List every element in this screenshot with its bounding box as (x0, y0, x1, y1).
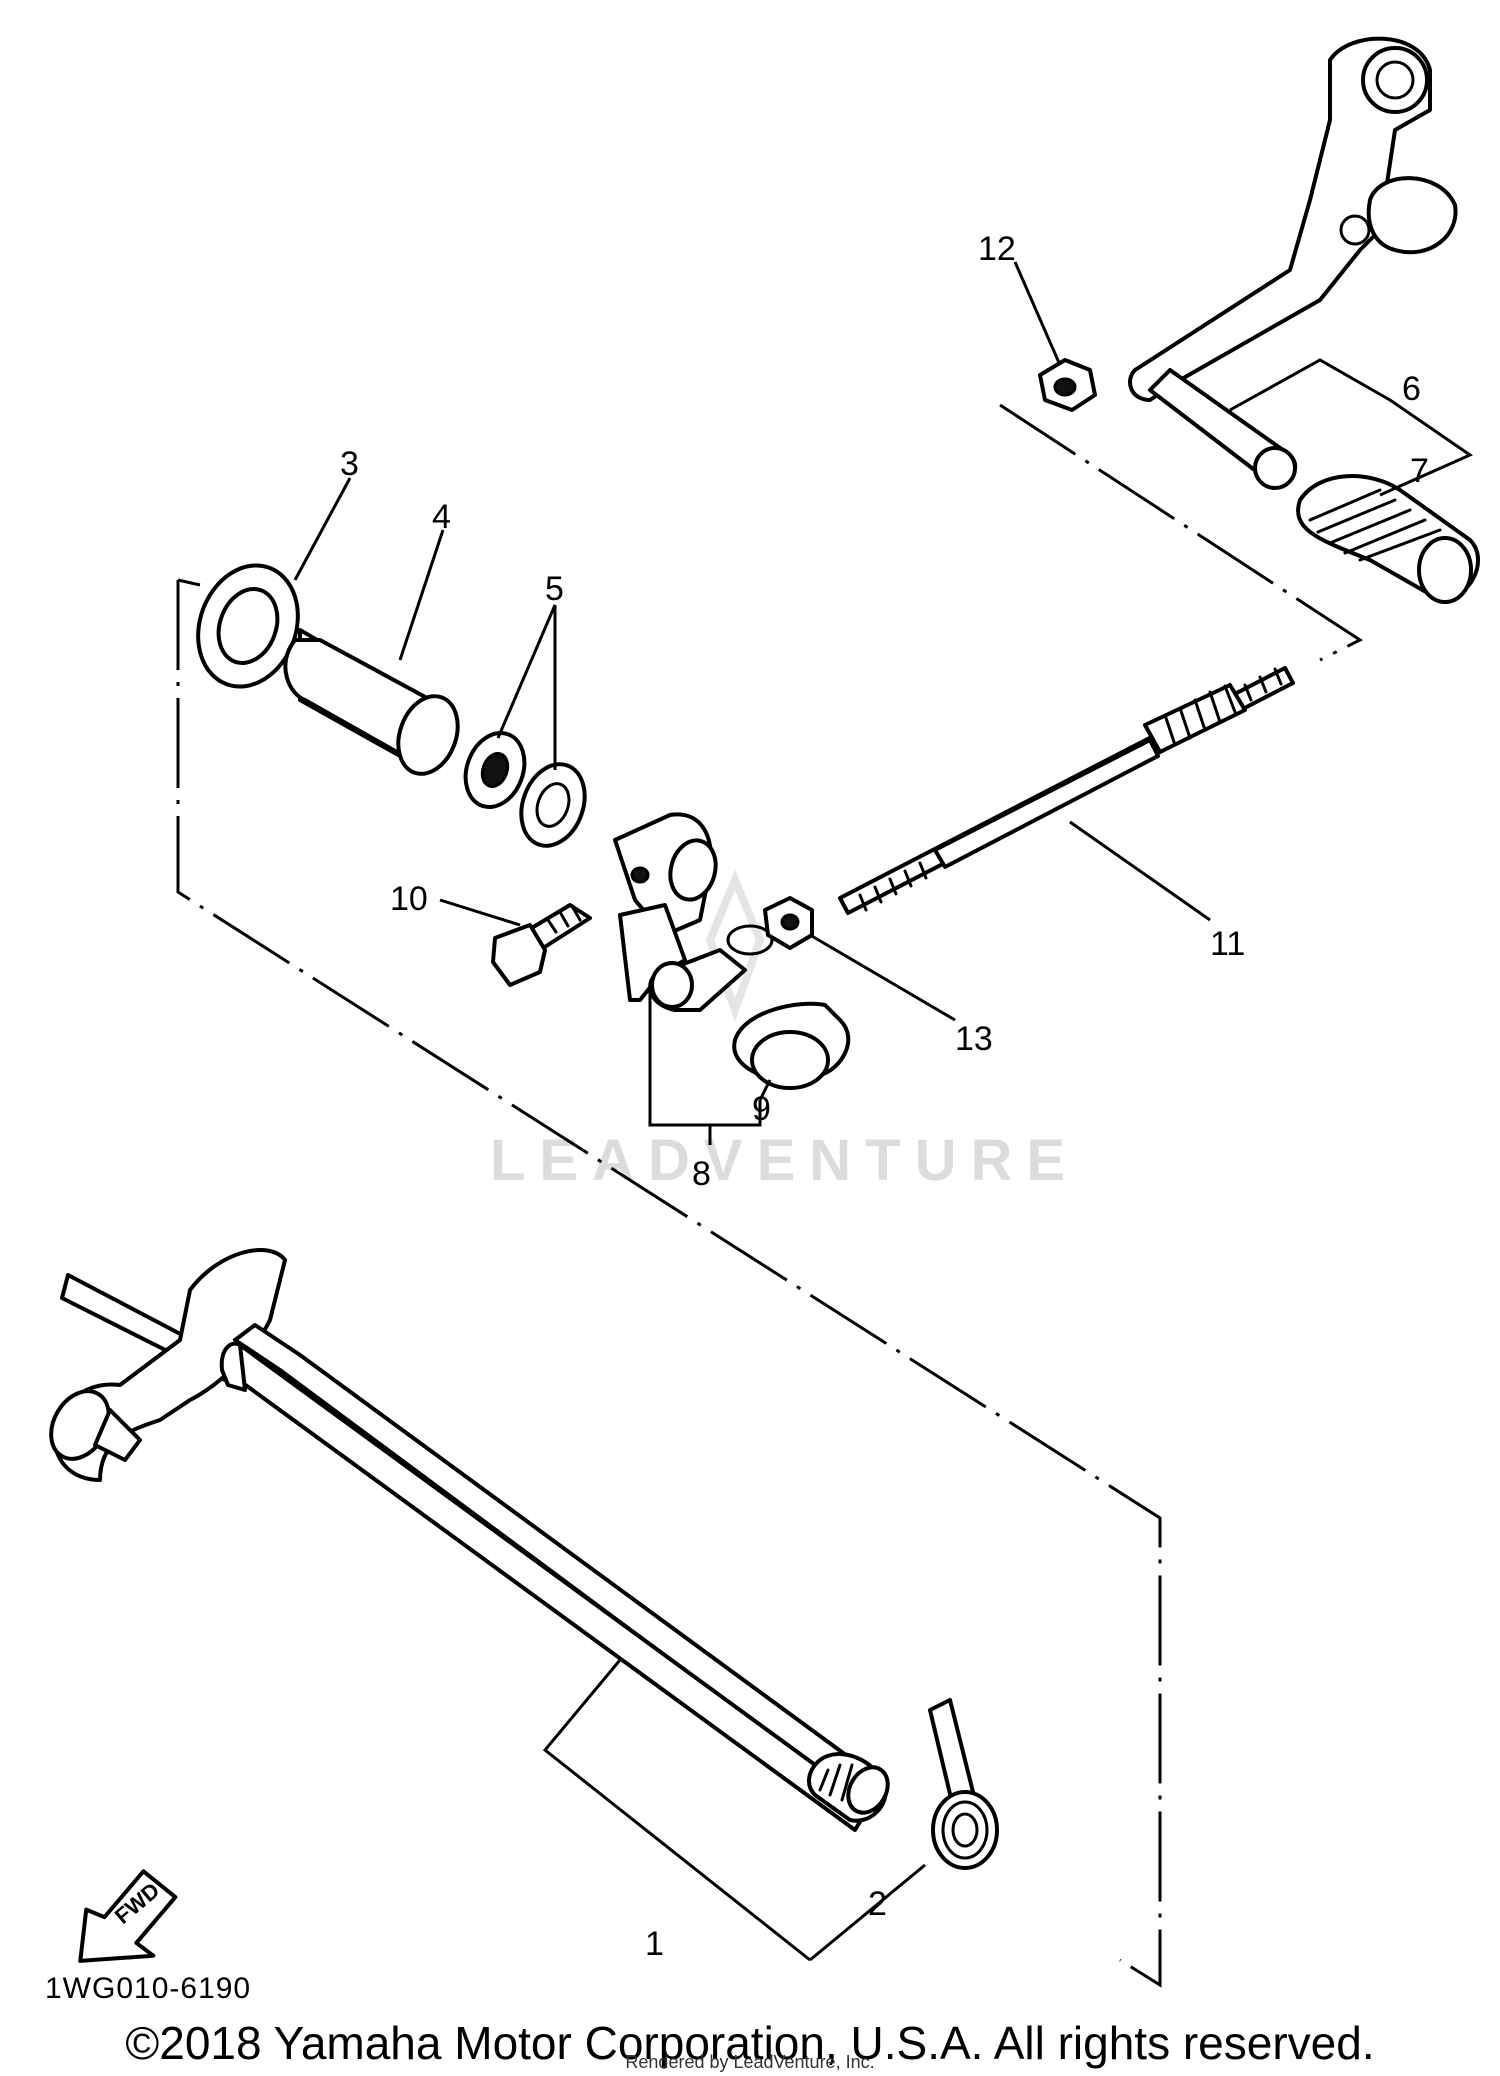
callout-10: 10 (390, 880, 428, 918)
callout-12: 12 (978, 230, 1016, 268)
pedal-rubber (1296, 474, 1481, 604)
callout-3: 3 (340, 445, 359, 483)
watermark-text: LEADVENTURE (490, 1128, 1079, 1193)
fwd-arrow-icon: FWD (78, 1869, 178, 1963)
callouts: 3 4 5 12 6 7 10 11 13 9 8 1 2 (340, 230, 1429, 1963)
ball-joint (726, 924, 851, 1090)
callout-6: 6 (1402, 370, 1421, 408)
copyright-text: ©2018 Yamaha Motor Corporation, U.S.A. A… (125, 2017, 1375, 2069)
shift-arm (613, 812, 747, 1012)
bearings (463, 731, 587, 848)
callout-1: 1 (645, 1925, 664, 1963)
shift-shaft (49, 1248, 890, 1832)
collar (283, 628, 460, 776)
oil-seal (196, 563, 300, 689)
assembly-guide-lines (176, 403, 1364, 1988)
leader-lines (293, 261, 1474, 1962)
callout-7: 7 (1410, 452, 1429, 490)
callout-8: 8 (692, 1155, 711, 1193)
watermark: LEADVENTURE (490, 869, 1079, 1193)
callout-5: 5 (545, 570, 564, 608)
nut-12 (1038, 358, 1097, 412)
callout-11: 11 (1210, 925, 1245, 963)
callout-9: 9 (752, 1090, 771, 1128)
callout-4: 4 (432, 498, 451, 536)
credit-text: Rendered by LeadVenture, Inc. (625, 2052, 875, 2072)
return-spring (928, 1698, 999, 1870)
bolt (491, 903, 592, 987)
shift-pedal (1128, 36, 1458, 490)
shift-rod (838, 666, 1295, 915)
callout-13: 13 (955, 1020, 993, 1058)
diagram-code: 1WG010-6190 (45, 1972, 251, 2005)
callout-2: 2 (868, 1885, 887, 1923)
